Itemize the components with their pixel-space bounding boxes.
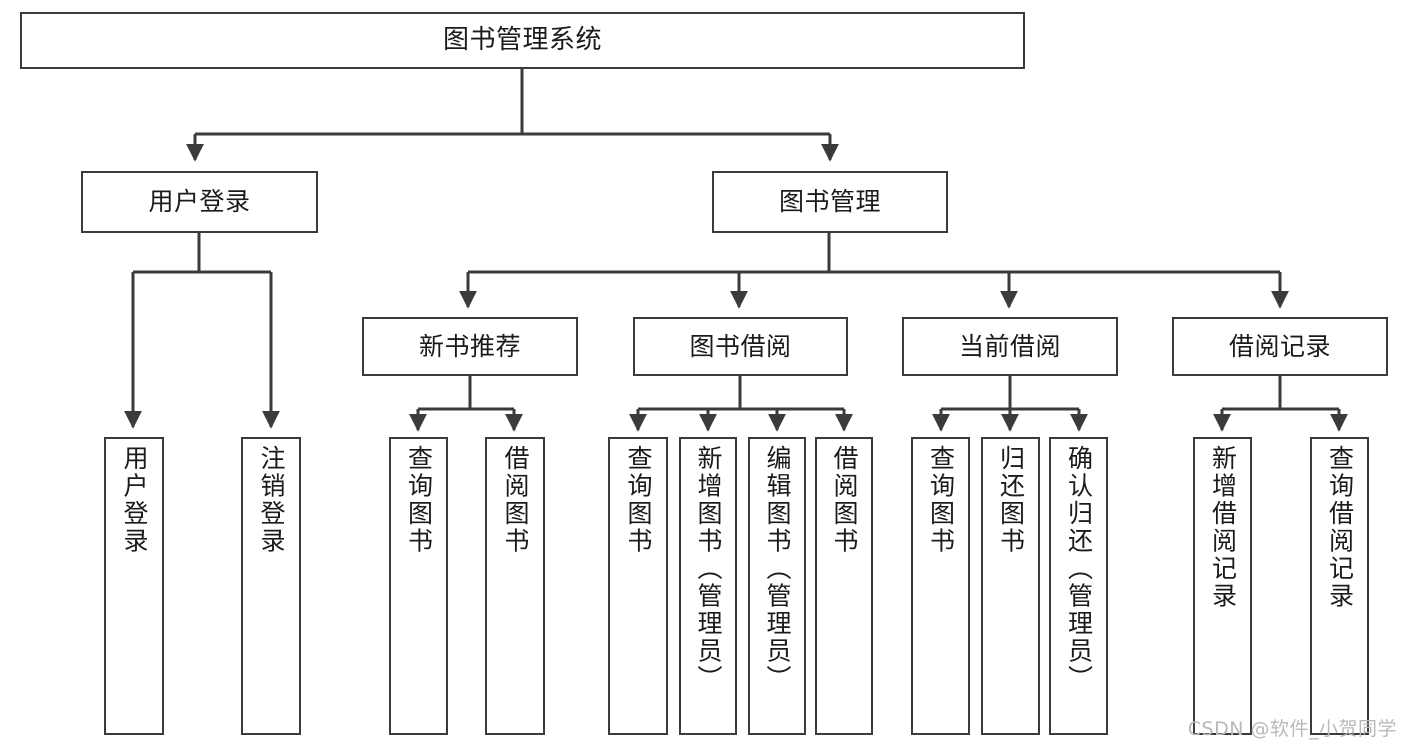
leaf-logout[interactable]: 注销登录 — [241, 437, 301, 735]
node-label: 图书借阅 — [689, 331, 792, 361]
node-current-borrow[interactable]: 当前借阅 — [902, 317, 1118, 376]
node-label: 用户登录 — [148, 187, 251, 216]
node-root-book-management-system[interactable]: 图书管理系统 — [20, 12, 1025, 69]
watermark-text: CSDN @软件_小贺同学 — [1187, 718, 1397, 740]
leaf-query-book-borrow[interactable]: 查询图书 — [608, 437, 668, 735]
node-label: 查询图书 — [624, 445, 653, 555]
node-new-book-recommend[interactable]: 新书推荐 — [362, 317, 578, 376]
node-user-login[interactable]: 用户登录 — [81, 171, 318, 233]
node-label: 归还图书 — [996, 445, 1026, 555]
node-label: 图书管理 — [778, 187, 881, 216]
node-label: 借阅图书 — [501, 445, 530, 555]
leaf-query-book-current[interactable]: 查询图书 — [911, 437, 970, 735]
node-label: 图书管理系统 — [442, 24, 602, 55]
node-label: 查询图书 — [926, 445, 956, 555]
leaf-confirm-return-admin[interactable]: 确认归还（管理员） — [1049, 437, 1108, 735]
leaf-query-borrow-record[interactable]: 查询借阅记录 — [1310, 437, 1369, 735]
node-label: 借阅图书 — [830, 445, 859, 555]
node-label: 注销登录 — [257, 445, 286, 555]
node-label: 新增借阅记录 — [1208, 445, 1238, 610]
leaf-query-book-recommend[interactable]: 查询图书 — [389, 437, 448, 735]
node-label: 用户登录 — [120, 445, 149, 555]
leaf-user-login[interactable]: 用户登录 — [104, 437, 164, 735]
node-borrow-record[interactable]: 借阅记录 — [1172, 317, 1388, 376]
node-label: 确认归还（管理员） — [1064, 445, 1094, 693]
node-label: 当前借阅 — [958, 331, 1061, 361]
node-label: 查询图书 — [404, 445, 434, 555]
leaf-borrow-book[interactable]: 借阅图书 — [815, 437, 873, 735]
leaf-edit-book-admin[interactable]: 编辑图书（管理员） — [748, 437, 806, 735]
node-label: 查询借阅记录 — [1325, 445, 1355, 610]
node-book-management[interactable]: 图书管理 — [712, 171, 948, 233]
leaf-add-borrow-record[interactable]: 新增借阅记录 — [1193, 437, 1252, 735]
node-label: 新书推荐 — [418, 331, 521, 361]
leaf-return-book[interactable]: 归还图书 — [981, 437, 1040, 735]
node-book-borrow[interactable]: 图书借阅 — [633, 317, 848, 376]
node-label: 新增图书（管理员） — [694, 445, 723, 693]
node-label: 编辑图书（管理员） — [763, 445, 792, 693]
node-label: 借阅记录 — [1228, 331, 1331, 361]
leaf-add-book-admin[interactable]: 新增图书（管理员） — [679, 437, 737, 735]
leaf-borrow-book-recommend[interactable]: 借阅图书 — [485, 437, 545, 735]
